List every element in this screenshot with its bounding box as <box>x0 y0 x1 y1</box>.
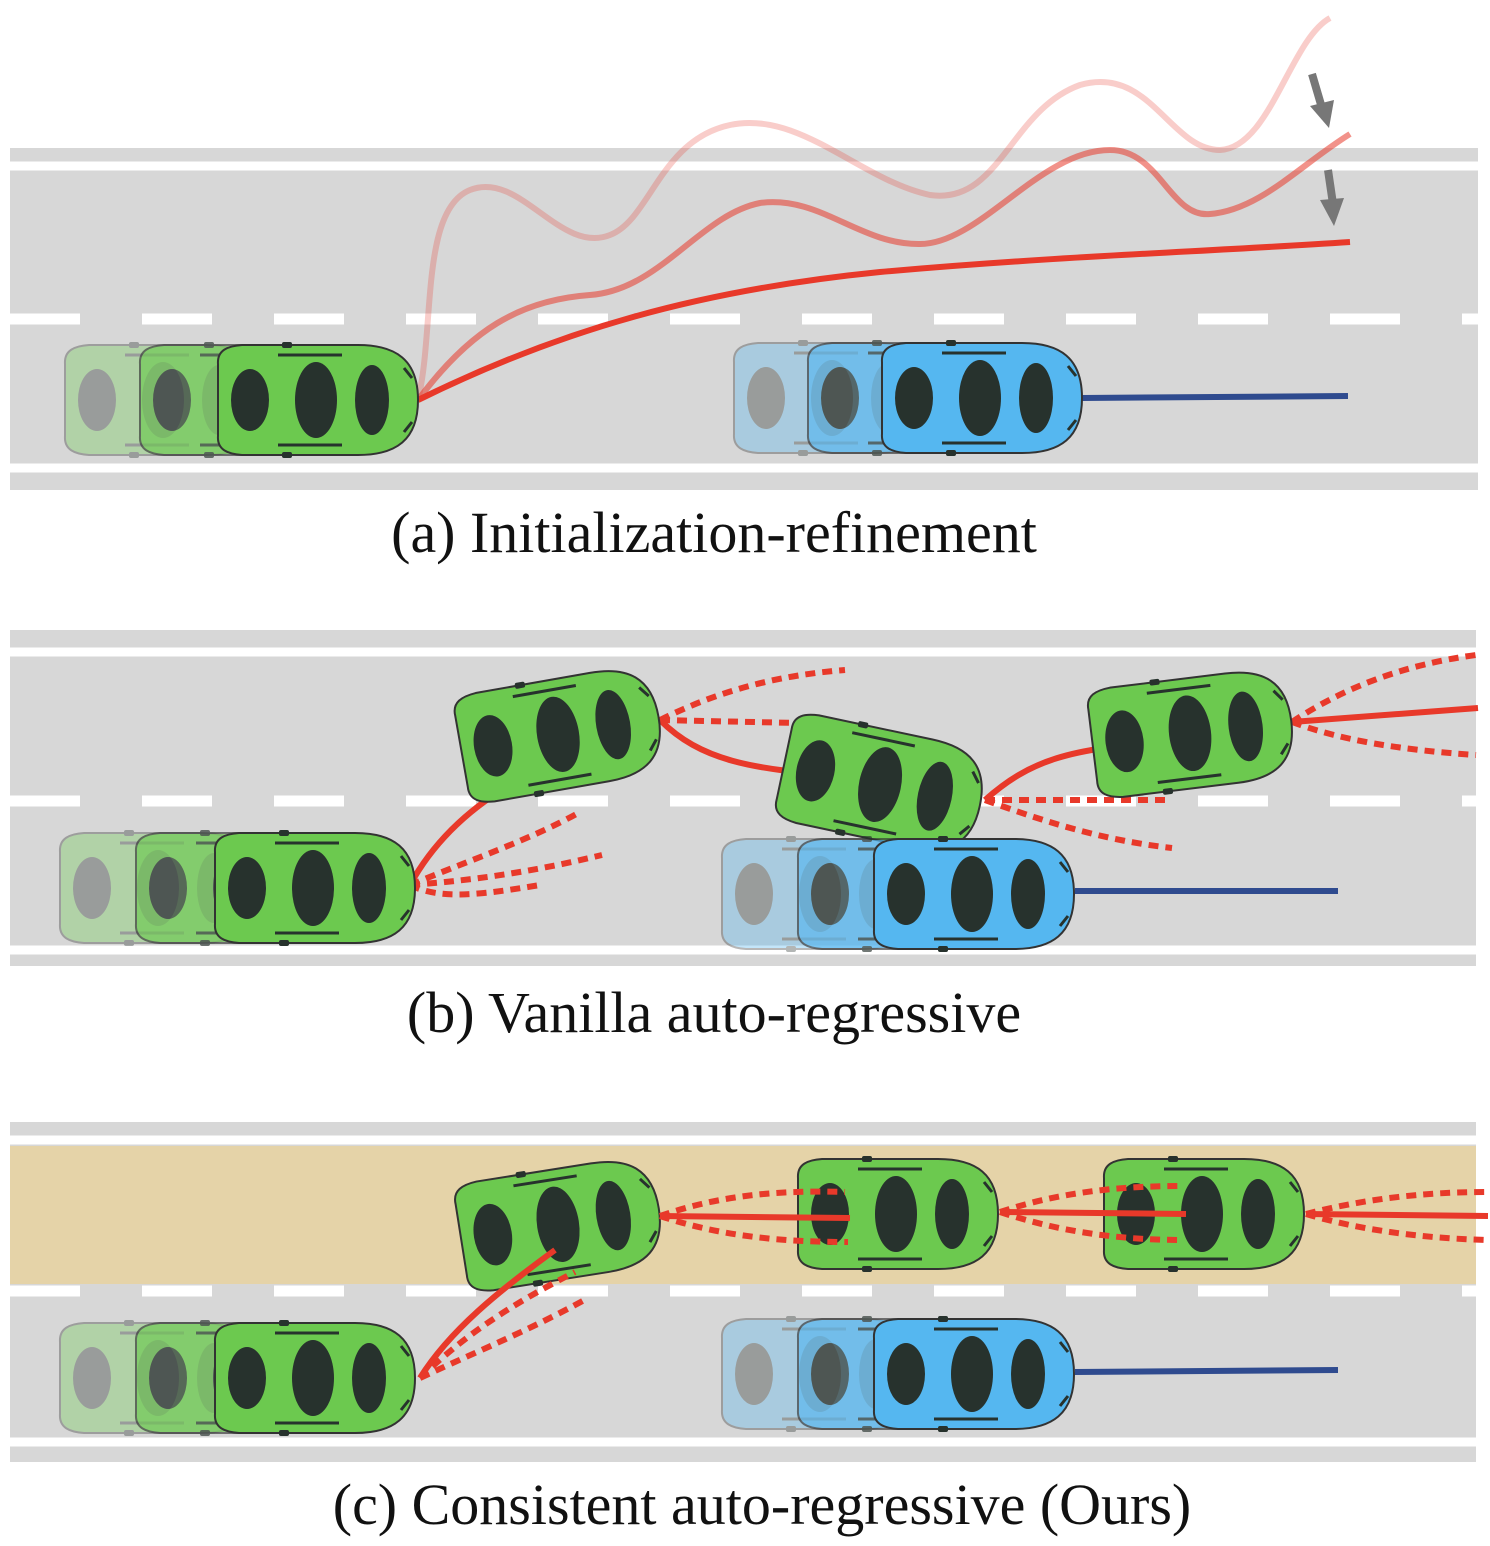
other-vehicle-trajectory <box>1081 393 1349 401</box>
refined-trajectory <box>415 131 1352 402</box>
ego-car-icon <box>216 340 420 460</box>
caption-c: (c) Consistent auto-regressive (Ours) <box>333 1472 1191 1537</box>
other-vehicle-trajectory <box>1074 1367 1339 1375</box>
panel-b: (b) Vanilla auto-regressive <box>10 630 1479 1045</box>
final-trajectory <box>416 239 1351 403</box>
ego-car-icon <box>213 1318 417 1438</box>
ego-car-icon <box>213 828 417 948</box>
other-car-icon <box>880 338 1084 458</box>
refine-arrow-icon <box>1308 72 1334 128</box>
other-car-icon <box>872 1314 1076 1434</box>
refine-arrow-icon <box>1320 169 1344 226</box>
panel-a: (a) Initialization-refinement <box>10 15 1478 565</box>
caption-a: (a) Initialization-refinement <box>391 500 1037 565</box>
other-car-icon <box>872 834 1076 954</box>
candidate-trajectories <box>417 1183 1487 1381</box>
ego-car-icon <box>796 1154 1000 1274</box>
panel-c: (c) Consistent auto-regressive (Ours) <box>10 1122 1489 1537</box>
initial-trajectory <box>415 15 1332 401</box>
caption-b: (b) Vanilla auto-regressive <box>407 980 1021 1045</box>
candidate-trajectories <box>408 652 1477 898</box>
selected-trajectory <box>417 1209 1489 1380</box>
